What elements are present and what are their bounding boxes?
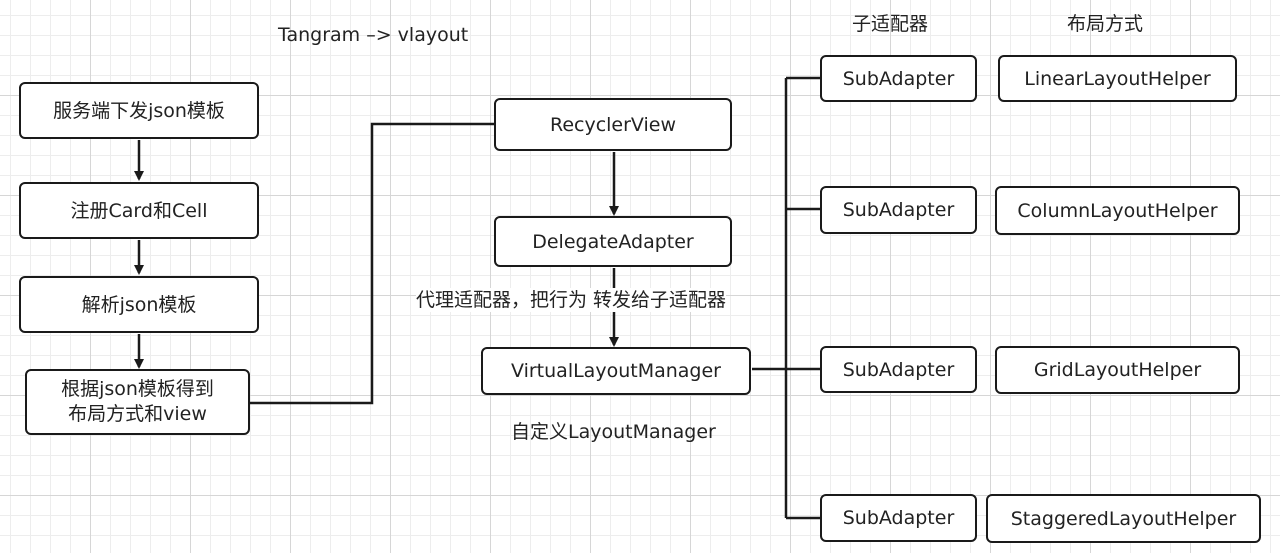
virtual-layout-manager-box: VirtualLayoutManager: [481, 347, 751, 395]
adapters-column-header: 子适配器: [852, 13, 929, 35]
sub-adapter-box-2: SubAdapter: [820, 186, 977, 234]
server-json-template-box: 服务端下发json模板: [19, 82, 259, 139]
parse-json-template-box: 解析json模板: [19, 276, 259, 333]
delegate-adapter-note: 代理适配器，把行为 转发给子适配器: [416, 288, 727, 312]
link-left-to-recycler: [250, 122, 494, 405]
sub-adapter-box-4: SubAdapter: [820, 494, 977, 542]
derive-layout-and-view-box: 根据json模板得到 布局方式和view: [25, 369, 250, 435]
layout-manager-note: 自定义LayoutManager: [511, 421, 716, 443]
recycler-view-box: RecyclerView: [494, 98, 732, 151]
layouts-column-header: 布局方式: [1067, 13, 1144, 35]
grid-layout-helper-box: GridLayoutHelper: [995, 346, 1240, 394]
sub-adapter-box-1: SubAdapter: [820, 55, 977, 102]
staggered-layout-helper-box: StaggeredLayoutHelper: [986, 494, 1261, 543]
column-layout-helper-box: ColumnLayoutHelper: [995, 186, 1240, 235]
register-card-cell-box: 注册Card和Cell: [19, 182, 259, 239]
sub-adapter-box-3: SubAdapter: [820, 346, 977, 393]
diagram-title: Tangram –> vlayout: [278, 24, 469, 46]
delegate-adapter-box: DelegateAdapter: [494, 216, 732, 267]
linear-layout-helper-box: LinearLayoutHelper: [998, 55, 1237, 102]
